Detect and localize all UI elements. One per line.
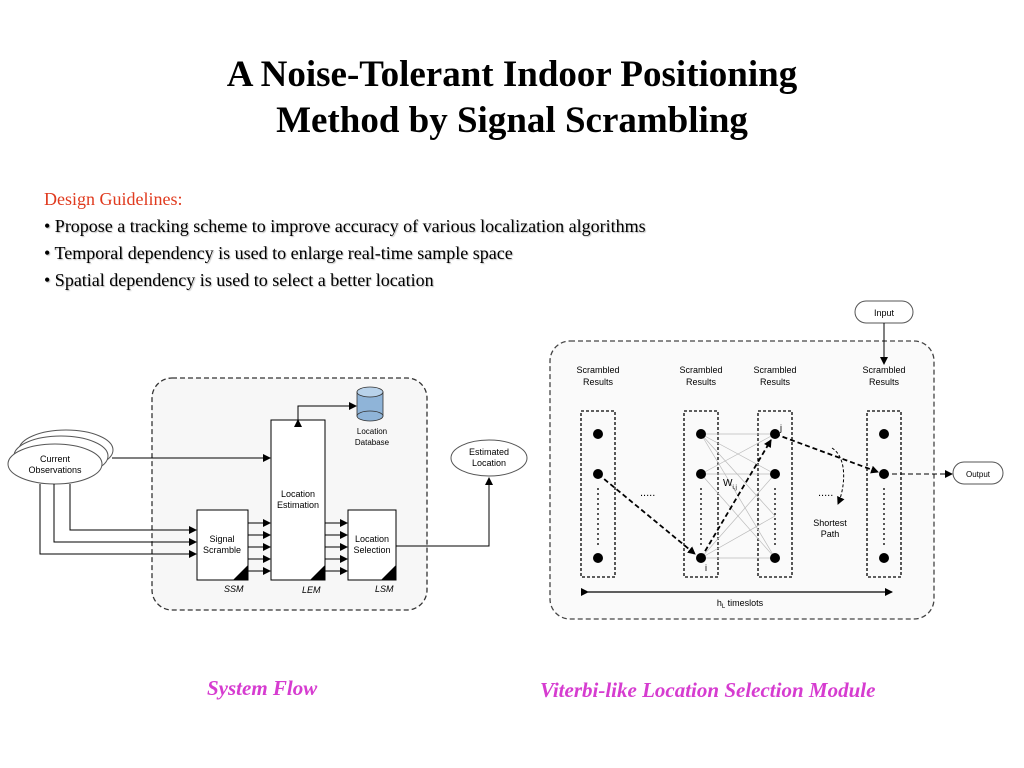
viterbi-boundary bbox=[549, 340, 935, 620]
column-label: Scrambled bbox=[576, 365, 619, 375]
title-line-2: Method by Signal Scrambling bbox=[276, 100, 748, 141]
column-label: Scrambled bbox=[679, 365, 722, 375]
estimated-location-label-2: Location bbox=[472, 458, 506, 468]
timeslots-label: hL timeslots bbox=[717, 598, 764, 610]
location-estimation-label-2: Estimation bbox=[277, 500, 319, 510]
scramble-to-estimation-arrows bbox=[248, 519, 271, 575]
shortest-path-label-2: Path bbox=[821, 529, 840, 539]
estimated-location: Estimated Location bbox=[450, 439, 528, 477]
transition-lines bbox=[700, 433, 776, 559]
location-database: Location Database bbox=[355, 386, 390, 447]
shortest-path-arrows bbox=[597, 433, 879, 559]
database-link bbox=[294, 402, 357, 427]
state-node bbox=[770, 553, 780, 563]
column-label: Scrambled bbox=[862, 365, 905, 375]
state-nodes bbox=[593, 429, 889, 563]
shortest-path-label-1: Shortest bbox=[813, 518, 847, 528]
estimation-to-selection-arrows bbox=[325, 519, 348, 575]
observation-arrows bbox=[39, 454, 271, 558]
system-flow-diagram: Current Observations Signal Scramble SSM… bbox=[7, 377, 528, 611]
lem-label: LEM bbox=[302, 585, 321, 595]
title-line-1: A Noise-Tolerant Indoor Positioning bbox=[226, 54, 798, 95]
current-observations: Current Observations bbox=[7, 429, 114, 485]
state-node bbox=[593, 429, 603, 439]
shortest-path-pointer bbox=[831, 447, 845, 505]
caption-viterbi: Viterbi-like Location Selection Module bbox=[540, 678, 876, 702]
column-labels: Scrambled Results Scrambled Results Scra… bbox=[576, 365, 905, 387]
guideline-bullet: • Temporal dependency is used to enlarge… bbox=[44, 243, 513, 263]
guideline-bullet: • Propose a tracking scheme to improve a… bbox=[44, 216, 646, 236]
location-estimation-label-1: Location bbox=[281, 489, 315, 499]
lsm-label: LSM bbox=[375, 584, 394, 594]
location-selection-module: Location Selection LSM bbox=[347, 509, 397, 594]
estimated-location-label-1: Estimated bbox=[469, 447, 509, 457]
state-node bbox=[593, 553, 603, 563]
signal-scramble-module: Signal Scramble SSM bbox=[196, 509, 249, 594]
location-selection-label-2: Selection bbox=[353, 545, 390, 555]
guideline-bullet: • Spatial dependency is used to select a… bbox=[44, 270, 434, 290]
guidelines-heading: Design Guidelines: bbox=[44, 189, 183, 209]
state-node bbox=[879, 553, 889, 563]
database-label-2: Database bbox=[355, 438, 390, 447]
node-i-label: i bbox=[705, 563, 707, 573]
signal-scramble-label-2: Scramble bbox=[203, 545, 241, 555]
state-node bbox=[696, 469, 706, 479]
input-node: Input bbox=[854, 300, 914, 324]
ssm-label: SSM bbox=[224, 584, 244, 594]
observations-label-2: Observations bbox=[28, 465, 82, 475]
output-node: Output bbox=[952, 461, 1004, 485]
column-label: Scrambled bbox=[753, 365, 796, 375]
selection-to-output-arrow bbox=[396, 477, 493, 547]
location-estimation-module: Location Estimation LEM bbox=[270, 419, 326, 595]
viterbi-diagram: Input Scrambled Results Scrambled Result… bbox=[549, 300, 1004, 620]
weight-label: Wi,j bbox=[723, 478, 737, 491]
state-node bbox=[879, 429, 889, 439]
column-label: Results bbox=[869, 377, 900, 387]
slide-title: A Noise-Tolerant Indoor Positioning Meth… bbox=[0, 52, 1024, 144]
input-label: Input bbox=[874, 308, 895, 318]
state-node bbox=[696, 429, 706, 439]
ellipsis-left: ..... bbox=[640, 487, 655, 499]
node-j-label: j bbox=[779, 423, 782, 433]
ellipsis-right: ..... bbox=[818, 487, 833, 499]
output-label: Output bbox=[966, 470, 991, 479]
observations-label-1: Current bbox=[40, 454, 71, 464]
column-label: Results bbox=[686, 377, 717, 387]
database-label-1: Location bbox=[357, 427, 387, 436]
design-guidelines: Design Guidelines: • Propose a tracking … bbox=[44, 186, 844, 294]
signal-scramble-label-1: Signal bbox=[209, 534, 234, 544]
location-selection-label-1: Location bbox=[355, 534, 389, 544]
state-node bbox=[770, 469, 780, 479]
column-label: Results bbox=[760, 377, 791, 387]
result-columns bbox=[580, 410, 902, 578]
caption-system-flow: System Flow bbox=[207, 676, 318, 700]
column-label: Results bbox=[583, 377, 614, 387]
